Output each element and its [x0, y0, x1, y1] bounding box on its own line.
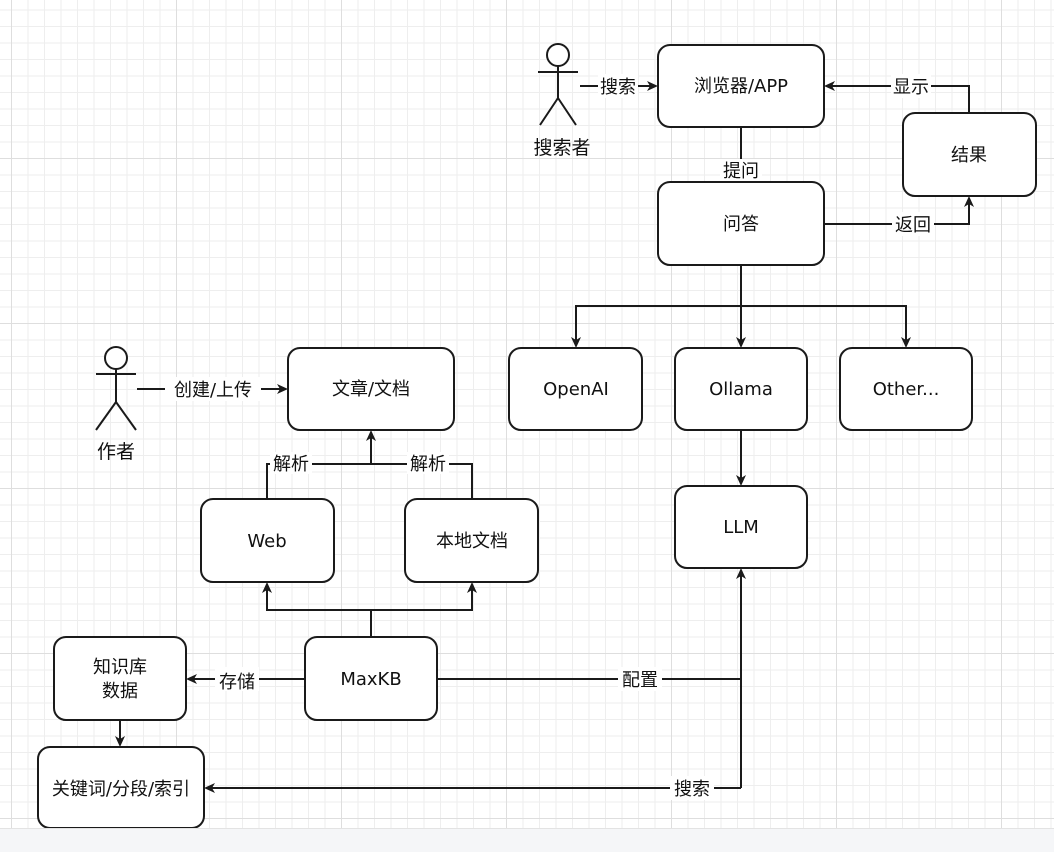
node-other[interactable]: Other... [839, 347, 973, 431]
edge-label-return: 返回 [895, 215, 931, 236]
edge-label-configure: 配置 [622, 670, 658, 691]
node-label: OpenAI [543, 379, 609, 400]
node-label: MaxKB [340, 669, 401, 690]
node-openai[interactable]: OpenAI [508, 347, 643, 431]
edge-maxkb-to-llm[interactable]: 配置 [437, 568, 746, 788]
node-label: 本地文档 [436, 531, 508, 552]
node-maxkb[interactable]: MaxKB [304, 636, 438, 721]
node-keyword-index[interactable]: 关键词/分段/索引 [37, 746, 205, 828]
node-label: 问答 [723, 214, 759, 235]
node-label: Ollama [709, 379, 773, 400]
edge-browser-to-qa[interactable]: 提问 [720, 127, 762, 182]
edge-label-create-upload: 创建/上传 [174, 380, 252, 401]
edge-kb-to-index[interactable] [115, 720, 125, 747]
edge-llm-to-index[interactable]: 搜索 [204, 776, 741, 800]
diagram: 搜索 显示 提问 返回 创建/上传 [37, 43, 1037, 828]
edge-label-parse-local: 解析 [410, 454, 446, 475]
node-label-line1: 知识库 [93, 657, 147, 678]
edge-label-ask: 提问 [723, 161, 759, 182]
edge-label-parse-web: 解析 [273, 454, 309, 475]
edge-maxkb-to-kb[interactable]: 存储 [186, 667, 305, 693]
edge-label-display: 显示 [893, 77, 929, 98]
actor-label-author: 作者 [97, 441, 135, 463]
edge-ollama-to-llm[interactable] [736, 431, 746, 486]
node-article-doc[interactable]: 文章/文档 [287, 347, 455, 431]
edge-author-to-article[interactable]: 创建/上传 [137, 377, 288, 401]
actor-searcher[interactable]: 搜索者 [533, 43, 591, 159]
edge-searcher-to-browser[interactable]: 搜索 [580, 74, 658, 98]
node-local-doc[interactable]: 本地文档 [404, 498, 539, 583]
actor-label-searcher: 搜索者 [533, 137, 590, 159]
node-llm[interactable]: LLM [674, 485, 808, 569]
bottom-status-bar [0, 828, 1054, 852]
actor-head [546, 43, 570, 67]
node-label: Web [247, 531, 286, 552]
node-label-line2: 数据 [102, 681, 138, 702]
edge-label-store: 存储 [219, 672, 255, 693]
node-kb-data[interactable]: 知识库 数据 [53, 636, 187, 721]
node-label: Other... [873, 379, 940, 400]
actor-author[interactable]: 作者 [95, 346, 137, 463]
edge-parse-to-article[interactable]: 解析 解析 [266, 430, 473, 499]
node-ollama[interactable]: Ollama [674, 347, 808, 431]
edge-maxkb-to-sources[interactable] [262, 582, 477, 637]
edge-result-to-browser[interactable]: 显示 [824, 74, 970, 113]
edge-qa-to-result[interactable]: 返回 [824, 196, 974, 236]
edge-label-search: 搜索 [600, 77, 636, 98]
node-qa[interactable]: 问答 [657, 181, 825, 266]
node-label: 关键词/分段/索引 [52, 779, 190, 800]
edge-label-search-index: 搜索 [674, 779, 710, 800]
node-label: 浏览器/APP [694, 76, 788, 97]
node-browser-app[interactable]: 浏览器/APP [657, 44, 825, 128]
node-label: 结果 [951, 145, 987, 166]
node-web[interactable]: Web [200, 498, 335, 583]
node-label: LLM [723, 517, 759, 538]
node-result[interactable]: 结果 [902, 112, 1037, 197]
node-label: 文章/文档 [332, 379, 410, 400]
edge-qa-to-providers[interactable] [571, 265, 911, 348]
actor-head [104, 346, 128, 370]
